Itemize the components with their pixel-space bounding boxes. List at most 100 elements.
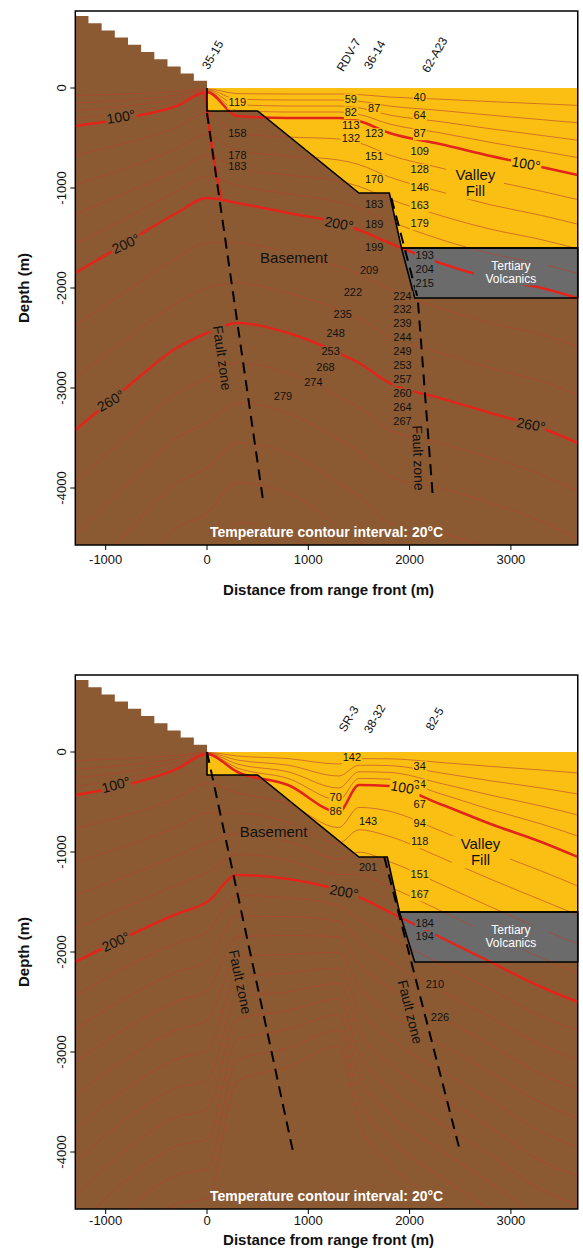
fault-line (207, 113, 263, 498)
thin-isotherm (75, 1030, 577, 1250)
x-axis-title: Distance from range front (m) (222, 582, 435, 598)
temperature-value: 232 (392, 304, 412, 316)
temperature-value: 87 (413, 128, 427, 140)
temperature-value: 70 (329, 792, 343, 804)
y-tick-label: -2000 (55, 270, 69, 305)
x-tick (409, 545, 410, 550)
thin-isotherm (75, 1015, 577, 1234)
temperature-value: 167 (410, 889, 430, 901)
temperature-value: 94 (413, 818, 427, 830)
fill-contact (207, 88, 578, 248)
x-axis-title: Distance from range front (m) (222, 1232, 435, 1248)
thin-isotherm (75, 443, 577, 588)
y-tick-label: -4000 (55, 1134, 69, 1169)
major-isotherm (75, 323, 577, 443)
temperature-value: 86 (329, 806, 343, 818)
temperature-value: 87 (367, 103, 381, 115)
temperature-value: 179 (410, 218, 430, 230)
temperature-value: 142 (342, 752, 362, 764)
temperature-value: 249 (392, 346, 412, 358)
thin-isotherm (75, 91, 577, 157)
temperature-value: 146 (410, 182, 430, 194)
sky-background (75, 675, 577, 1209)
temperature-value: 64 (413, 110, 427, 122)
fill-contact (207, 752, 578, 912)
temperature-value: 235 (333, 309, 353, 321)
y-tick-label: -1000 (55, 834, 69, 869)
y-tick-label: -3000 (55, 1034, 69, 1069)
x-tick-label: 0 (202, 1214, 211, 1228)
temperature-value: 67 (413, 799, 427, 811)
temperature-value: 183 (227, 161, 247, 173)
thin-isotherm (75, 896, 577, 1031)
x-tick-label: 3000 (495, 1214, 526, 1228)
temperature-value: 132 (341, 133, 361, 145)
basement-region (75, 675, 577, 1209)
temperature-value: 170 (364, 174, 384, 186)
fault-label: Fault zone (409, 424, 426, 492)
temperature-value: 128 (410, 164, 430, 176)
temperature-value: 193 (415, 250, 435, 262)
valley-fill-region (207, 88, 578, 248)
fault-line (207, 752, 293, 1152)
sky-background (75, 11, 577, 545)
thin-isotherm (75, 483, 577, 639)
region-label: Valley Fill (446, 167, 504, 199)
x-tick-label: -1000 (88, 1214, 123, 1228)
temperature-value: 260 (392, 388, 412, 400)
temperature-value: 264 (392, 402, 412, 414)
region-label: Tertiary Volcanics (474, 924, 548, 949)
region-label: Tertiary Volcanics (474, 260, 548, 285)
fault-line (384, 857, 460, 1152)
y-axis-title: Depth (m) (16, 916, 32, 988)
temperature-value: 118 (410, 836, 430, 848)
x-tick-label: 2000 (394, 1214, 425, 1228)
temperature-value: 184 (415, 918, 435, 930)
temperature-value: 279 (273, 391, 293, 403)
temperature-value: 209 (359, 265, 379, 277)
temperature-value: 158 (227, 128, 247, 140)
y-tick (70, 852, 75, 853)
temperature-value: 34 (413, 761, 427, 773)
temperature-value: 248 (325, 328, 345, 340)
basement-region (75, 11, 577, 545)
temperature-value: 253 (392, 360, 412, 372)
temperature-value: 178 (227, 150, 247, 162)
temperature-value: 113 (341, 120, 361, 132)
thin-isotherm (75, 283, 577, 395)
thin-isotherm (75, 754, 577, 836)
y-tick (70, 1152, 75, 1153)
volcanics-contact (399, 912, 577, 962)
volcanics-region (399, 912, 577, 962)
temperature-value: 215 (415, 278, 435, 290)
thin-isotherm (75, 968, 577, 1147)
thin-isotherm (75, 952, 577, 1118)
cross-section-panel (70, 675, 577, 1250)
thin-isotherm (75, 753, 577, 815)
contour-interval-note: Temperature contour interval: 20°C (209, 525, 444, 540)
region-label: Basement (239, 824, 297, 840)
plot-frame (75, 675, 577, 1209)
thin-isotherm (75, 784, 577, 886)
thin-isotherm (75, 113, 577, 199)
x-tick-label: 1000 (293, 1214, 324, 1228)
temperature-value: 244 (392, 332, 412, 344)
y-tick-label: 0 (55, 747, 69, 756)
temperature-value: 109 (410, 146, 430, 158)
y-tick (70, 1052, 75, 1053)
thin-isotherm (75, 1046, 577, 1250)
x-tick-label: 1000 (293, 553, 324, 567)
y-tick (70, 488, 75, 489)
temperature-value: 257 (392, 374, 412, 386)
thin-isotherm (75, 90, 577, 140)
temperature-value: 194 (415, 931, 435, 943)
contour-interval-note: Temperature contour interval: 20°C (209, 1189, 444, 1204)
temperature-value: 226 (430, 1012, 450, 1024)
temperature-value: 151 (410, 869, 430, 881)
temperature-value: 163 (410, 200, 430, 212)
temperature-value: 189 (364, 219, 384, 231)
temperature-value: 201 (358, 862, 378, 874)
thin-isotherm (75, 999, 577, 1205)
region-label: Basement (259, 250, 317, 266)
